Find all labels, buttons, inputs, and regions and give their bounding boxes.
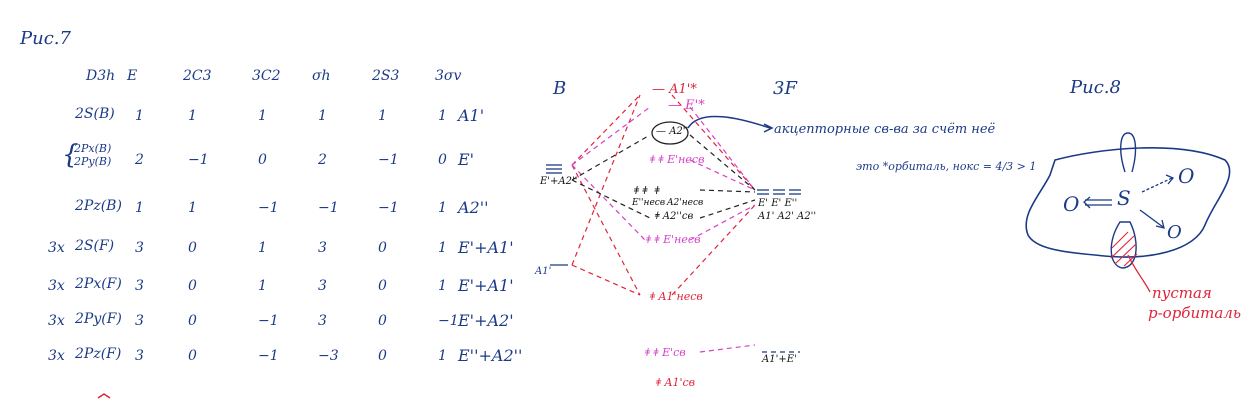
- table-cell: 3: [135, 278, 144, 294]
- fig8-o-right-down: O: [1167, 222, 1182, 243]
- mo-left-label: B: [553, 78, 567, 99]
- table-cell: 0: [188, 240, 197, 256]
- fig8-label: Рис.8: [1070, 77, 1121, 98]
- table-header-cell: 3σv: [435, 68, 462, 84]
- table-cell: 1: [438, 348, 447, 364]
- table-cell: −1: [258, 200, 279, 216]
- table-cell: −1: [188, 152, 209, 168]
- table-cell: 0: [378, 240, 387, 256]
- table-cell: 3: [135, 313, 144, 329]
- table-cell: 2: [318, 152, 327, 168]
- table-cell: −1: [258, 348, 279, 364]
- right-level-bottom: A1' A2' A2'': [758, 211, 817, 222]
- table-cell: 1: [258, 108, 267, 124]
- fig8-o-right-up: O: [1178, 164, 1195, 188]
- table-cell: 0: [188, 348, 197, 364]
- level-e-nonbond2: ǂ ǂ E'несв: [646, 233, 701, 246]
- table-cell: 0: [378, 313, 387, 329]
- table-cell: 1: [135, 108, 144, 124]
- table-cell: −3: [318, 348, 339, 364]
- table-row-multiplier: 3x: [48, 313, 65, 329]
- table-row-irrep: E'+A1': [458, 238, 514, 257]
- fig8-label-line2: p-орбиталь: [1148, 304, 1242, 322]
- level-a2-bond: ǂ A2''св: [655, 211, 694, 222]
- right-level-top: E' E' E'': [758, 198, 798, 209]
- table-cell: −1: [438, 313, 459, 329]
- level-a1-star: — A1'*: [652, 82, 697, 97]
- table-cell: 3: [318, 313, 327, 329]
- table-cell: 0: [188, 278, 197, 294]
- table-row-multiplier: 3x: [48, 278, 65, 294]
- table-row-irrep: E''+A2'': [458, 346, 523, 365]
- table-cell: 2: [135, 152, 144, 168]
- level-a2pp: — A2'': [656, 126, 689, 137]
- fig8-s: S: [1117, 186, 1131, 210]
- left-level-bottom: A1': [535, 266, 552, 277]
- table-header-cell: 3C2: [252, 68, 281, 84]
- table-cell: 3: [135, 240, 144, 256]
- table-cell: 1: [258, 278, 267, 294]
- level-e-bond: ǂ ǂ E'св: [645, 346, 686, 359]
- table-row-label: 2Pz(F): [75, 346, 122, 362]
- mo-right-label: 3F: [773, 78, 797, 99]
- level-a2-nb-black: A2'несв: [667, 198, 704, 208]
- table-cell: −1: [258, 313, 279, 329]
- level-black-nonbond: ǂ ǂ ǂ: [634, 184, 660, 197]
- table-cell: −1: [378, 200, 399, 216]
- table-cell: 3: [135, 348, 144, 364]
- table-cell: 1: [135, 200, 144, 216]
- table-row-label: 2S(B): [75, 106, 115, 122]
- table-row-label: 2Pz(B): [75, 198, 122, 214]
- fig8-o-left: O: [1063, 192, 1080, 216]
- table-cell: 1: [378, 108, 387, 124]
- table-cell: 1: [438, 278, 447, 294]
- table-header-cell: 2C3: [183, 68, 212, 84]
- table-row-irrep: E': [458, 150, 475, 169]
- table-row-label: 2Py(F): [75, 311, 122, 327]
- table-cell: 3: [318, 240, 327, 256]
- fig7-label: Рис.7: [20, 28, 71, 49]
- table-row-label: 2Px(B) 2Py(B): [74, 142, 112, 168]
- table-cell: 1: [318, 108, 327, 124]
- fig8-label-line1: пустая: [1152, 284, 1212, 302]
- brace-icon: {: [62, 140, 79, 170]
- level-a1-bond: ǂ A1'св: [656, 376, 696, 389]
- table-row-multiplier: 3x: [48, 348, 65, 364]
- table-header-cell: D3h: [86, 68, 116, 84]
- table-cell: −1: [318, 200, 339, 216]
- table-cell: 3: [318, 278, 327, 294]
- table-row-irrep: A1': [458, 106, 485, 125]
- level-bottom-right: A1'+E': [762, 354, 797, 365]
- note-orbital: это *орбиталь, нокс = 4/3 > 1: [856, 160, 1037, 173]
- table-row-irrep: E'+A1': [458, 276, 514, 295]
- table-row-irrep: A2'': [458, 198, 489, 217]
- table-header-cell: 2S3: [372, 68, 400, 84]
- annotation-acceptor: акцепторные св-ва за счёт неё: [774, 122, 996, 137]
- table-cell: 1: [188, 108, 197, 124]
- level-e-nb-black: E''несв: [632, 198, 666, 208]
- table-header-cell: E: [127, 68, 138, 84]
- table-row-label: 2Px(F): [75, 276, 122, 292]
- table-row-label: 2S(F): [75, 238, 115, 254]
- table-cell: 0: [378, 348, 387, 364]
- level-e-star: — E'*: [668, 98, 705, 113]
- table-cell: 1: [258, 240, 267, 256]
- table-cell: 1: [438, 108, 447, 124]
- table-cell: 0: [258, 152, 267, 168]
- table-cell: 0: [378, 278, 387, 294]
- table-cell: 1: [188, 200, 197, 216]
- table-cell: 1: [438, 200, 447, 216]
- table-cell: 0: [188, 313, 197, 329]
- table-cell: 0: [438, 152, 447, 168]
- table-row-multiplier: 3x: [48, 240, 65, 256]
- table-cell: −1: [378, 152, 399, 168]
- level-a1-nonbond: ǂ A1'несв: [650, 290, 703, 303]
- table-header-cell: σh: [312, 68, 331, 84]
- table-row-irrep: E'+A2': [458, 311, 514, 330]
- left-level-top: E'+A2'': [540, 176, 578, 187]
- level-e-nonbond: ǂ ǂ E'несв: [650, 153, 705, 166]
- table-cell: 1: [438, 240, 447, 256]
